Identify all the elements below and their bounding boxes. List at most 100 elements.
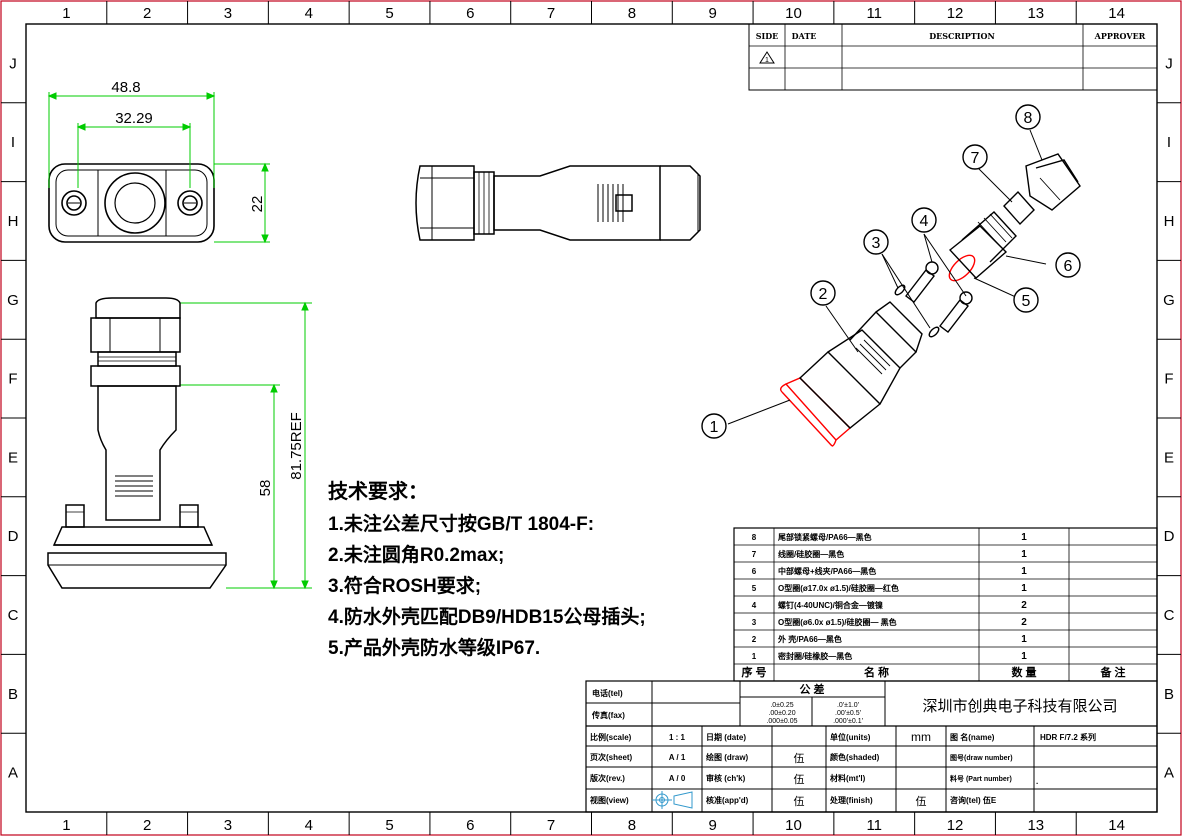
dimension-22: 22 bbox=[249, 196, 266, 213]
column-label-top: 3 bbox=[224, 5, 232, 22]
svg-text:3: 3 bbox=[872, 235, 881, 252]
callout-5: 5 bbox=[1013, 287, 1039, 313]
units-value: mm bbox=[911, 730, 931, 744]
bom-cell-qty: 数 量 bbox=[1011, 665, 1036, 679]
finish-value: 伍 bbox=[916, 795, 927, 808]
rev-header-approver: APPROVER bbox=[1094, 31, 1146, 41]
bom-cell-no: 序 号 bbox=[741, 665, 766, 679]
svg-text:.000'±0.1': .000'±0.1' bbox=[833, 718, 863, 725]
drawn-label: 绘图 (draw) bbox=[706, 752, 749, 762]
row-label-left: J bbox=[9, 55, 17, 72]
notes-item-3: 3.符合ROSH要求; bbox=[328, 574, 481, 597]
dimension-lines bbox=[47, 92, 312, 590]
revision-triangle-icon: 1 bbox=[759, 51, 775, 64]
column-label-bottom: 2 bbox=[143, 817, 151, 834]
partnum-label: 料号 (Part number) bbox=[950, 774, 1012, 783]
svg-text:.000±0.05: .000±0.05 bbox=[766, 718, 797, 725]
row-label-left: I bbox=[11, 134, 15, 151]
callout-8: 8 bbox=[1015, 104, 1041, 130]
svg-text:2: 2 bbox=[819, 286, 828, 303]
approved-label: 核准(app'd) bbox=[706, 795, 749, 805]
column-label-top: 1 bbox=[62, 5, 70, 22]
row-label-right: B bbox=[1164, 686, 1174, 703]
callout-6: 6 bbox=[1055, 252, 1081, 278]
part-6-nut bbox=[948, 211, 1017, 279]
callout-1: 1 bbox=[701, 413, 727, 439]
material-label: 材料(mt'l) bbox=[830, 773, 866, 783]
column-label-bottom: 14 bbox=[1108, 817, 1125, 834]
checked-value: 伍 bbox=[794, 773, 805, 786]
dimension-48-8: 48.8 bbox=[111, 79, 140, 96]
rev-header-date: DATE bbox=[792, 31, 817, 41]
column-label-bottom: 6 bbox=[466, 817, 474, 834]
rev-value: A / 0 bbox=[669, 774, 686, 783]
dimension-32-29: 32.29 bbox=[115, 110, 153, 127]
date-label: 日期 (date) bbox=[706, 732, 746, 742]
svg-text:8: 8 bbox=[1024, 110, 1033, 127]
bom-cell-no: 1 bbox=[752, 652, 757, 661]
column-label-top: 4 bbox=[305, 5, 313, 22]
sheet-value: A / 1 bbox=[669, 753, 686, 762]
callout-4: 4 bbox=[911, 207, 937, 233]
column-label-top: 5 bbox=[385, 5, 393, 22]
bom-cell-qty: 1 bbox=[1021, 532, 1027, 543]
scale-value: 1 : 1 bbox=[669, 733, 686, 742]
bom-header-row: 序 号名 称数 量备 注 bbox=[741, 665, 1125, 679]
bom-cell-no: 5 bbox=[752, 584, 757, 593]
column-label-bottom: 8 bbox=[628, 817, 636, 834]
fax-label: 传真(fax) bbox=[591, 710, 625, 720]
row-label-left: C bbox=[8, 607, 19, 624]
finish-label: 处理(finish) bbox=[829, 795, 873, 805]
column-label-top: 13 bbox=[1027, 5, 1044, 22]
column-label-bottom: 11 bbox=[866, 817, 882, 834]
column-label-top: 14 bbox=[1108, 5, 1125, 22]
bom-cell-name: 外 壳/PA66—黑色 bbox=[778, 634, 842, 644]
column-label-bottom: 13 bbox=[1027, 817, 1044, 834]
bom-cell-qty: 2 bbox=[1021, 617, 1027, 628]
revision-table: SIDE DATE DESCRIPTION APPROVER 1 bbox=[748, 23, 1158, 91]
row-label-right: G bbox=[1163, 292, 1175, 309]
rev-header-side: SIDE bbox=[756, 31, 779, 41]
notes-item-4: 4.防水外壳匹配DB9/HDB15公母插头; bbox=[328, 605, 646, 628]
bom-cell-qty: 1 bbox=[1021, 651, 1027, 662]
svg-text:6: 6 bbox=[1064, 258, 1073, 275]
row-label-left: D bbox=[8, 528, 19, 545]
part-2-housing bbox=[798, 301, 923, 429]
column-label-bottom: 9 bbox=[709, 817, 717, 834]
bom-cell-no: 4 bbox=[752, 601, 757, 610]
tel-label: 电话(tel) bbox=[592, 688, 623, 698]
checked-label: 审核 (ch'k) bbox=[706, 773, 746, 783]
row-label-left: H bbox=[8, 213, 19, 230]
row-label-right: H bbox=[1164, 213, 1175, 230]
row-label-left: E bbox=[8, 449, 18, 466]
svg-text:.00'±0.5': .00'±0.5' bbox=[835, 710, 861, 717]
bom-cell-name: O型圈(ø17.0x ø1.5)/硅胶圈—红色 bbox=[778, 583, 899, 593]
projection-symbol-icon bbox=[652, 791, 693, 809]
column-label-bottom: 4 bbox=[305, 817, 313, 834]
rev-header-description: DESCRIPTION bbox=[929, 31, 995, 41]
row-label-right: D bbox=[1164, 528, 1175, 545]
callout-7: 7 bbox=[962, 144, 988, 170]
svg-text:7: 7 bbox=[971, 150, 980, 167]
column-label-top: 7 bbox=[547, 5, 555, 22]
column-label-top: 8 bbox=[628, 5, 636, 22]
row-label-left: A bbox=[8, 765, 18, 782]
part-1-seal bbox=[779, 377, 852, 447]
part-8-tail-nut bbox=[1025, 153, 1081, 211]
company-name: 深圳市创典电子科技有限公司 bbox=[922, 698, 1117, 715]
sheet-label: 页次(sheet) bbox=[590, 752, 633, 762]
exploded-view bbox=[779, 153, 1081, 447]
shaded-label: 颜色(shaded) bbox=[830, 752, 880, 762]
svg-text:.0±0.25: .0±0.25 bbox=[770, 702, 793, 709]
bom-cell-qty: 1 bbox=[1021, 566, 1027, 577]
